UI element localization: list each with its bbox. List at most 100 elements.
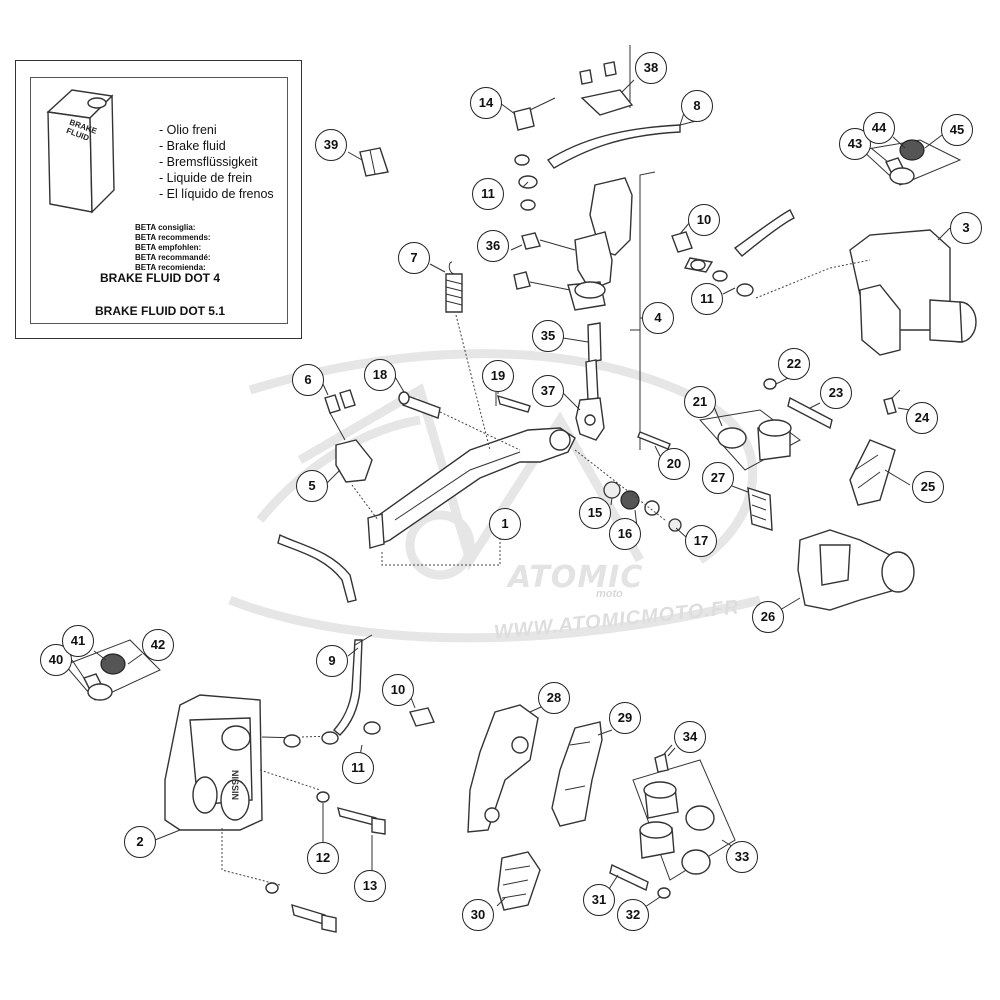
callout-18[interactable]: 18 xyxy=(364,359,396,391)
brake-fluid-legend: BRAKE FLUID - Olio freni - Brake fluid -… xyxy=(15,60,302,339)
pad-spring-lower xyxy=(497,851,541,911)
callout-10-upper[interactable]: 10 xyxy=(688,204,720,236)
rear-caliper-upper xyxy=(755,229,977,356)
fluid-name-fr: - Liquide de frein xyxy=(159,171,253,185)
caliper-bolts xyxy=(265,791,386,933)
bleeder-valve xyxy=(654,744,673,773)
callout-37[interactable]: 37 xyxy=(532,375,564,407)
fluid-name-list: - Olio freni - Brake fluid - Bremsflüssi… xyxy=(159,122,274,202)
callout-4[interactable]: 4 xyxy=(642,302,674,334)
callout-1[interactable]: 1 xyxy=(489,508,521,540)
caliper-caps-right xyxy=(860,139,962,186)
fluid-name-it: - Olio freni xyxy=(159,123,217,137)
callout-23[interactable]: 23 xyxy=(820,377,852,409)
fluid-name-es: - El líquido de frenos xyxy=(159,187,274,201)
pedal-bracket xyxy=(335,439,379,521)
callout-5[interactable]: 5 xyxy=(296,470,328,502)
split-pin xyxy=(637,431,671,450)
rear-brake-hose-upper xyxy=(546,45,701,169)
watermark-brand-small: moto xyxy=(596,588,623,600)
caliper-carrier xyxy=(797,529,915,611)
recommendation-list: BETA consiglia: BETA recommends: BETA em… xyxy=(135,223,211,273)
callout-34[interactable]: 34 xyxy=(674,721,706,753)
callout-31[interactable]: 31 xyxy=(583,884,615,916)
callout-44[interactable]: 44 xyxy=(863,112,895,144)
caliper-caps-left xyxy=(64,639,161,701)
banjo-bolt-upper xyxy=(671,209,795,273)
callout-2[interactable]: 2 xyxy=(124,826,156,858)
master-cylinder-banjo xyxy=(513,97,556,131)
return-spring xyxy=(445,261,491,451)
recommendation-de: BETA empfohlen: xyxy=(135,243,202,252)
brake-pedal xyxy=(367,427,576,566)
clevis xyxy=(575,397,605,441)
callout-36[interactable]: 36 xyxy=(477,230,509,262)
callout-45[interactable]: 45 xyxy=(941,114,973,146)
hose-segment xyxy=(277,533,357,603)
callout-6[interactable]: 6 xyxy=(292,364,324,396)
watermark-logo xyxy=(228,349,762,643)
clevis-clip xyxy=(495,392,531,413)
spec-dot4: BRAKE FLUID DOT 4 xyxy=(100,271,220,285)
callout-19[interactable]: 19 xyxy=(482,360,514,392)
pin-and-bleeder xyxy=(763,378,901,430)
callout-20[interactable]: 20 xyxy=(658,448,690,480)
rear-caliper xyxy=(164,694,321,886)
callout-39[interactable]: 39 xyxy=(315,129,347,161)
brake-fluid-bottle-icon xyxy=(46,89,115,214)
rear-brake-hose-lower xyxy=(299,634,373,738)
reservoir-cover xyxy=(579,61,634,116)
callout-11-right[interactable]: 11 xyxy=(691,283,723,315)
callout-12[interactable]: 12 xyxy=(307,842,339,874)
callout-21[interactable]: 21 xyxy=(684,386,716,418)
master-cylinder xyxy=(567,171,656,450)
pivot-hardware xyxy=(574,449,682,532)
callout-35[interactable]: 35 xyxy=(532,320,564,352)
fluid-name-en: - Brake fluid xyxy=(159,139,226,153)
callout-27[interactable]: 27 xyxy=(702,462,734,494)
callout-22[interactable]: 22 xyxy=(778,348,810,380)
bracket-bolts xyxy=(324,389,356,441)
brake-pad xyxy=(551,721,603,827)
callout-24[interactable]: 24 xyxy=(906,402,938,434)
spec-dot51: BRAKE FLUID DOT 5.1 xyxy=(94,304,225,318)
callout-29[interactable]: 29 xyxy=(609,702,641,734)
callout-17[interactable]: 17 xyxy=(685,525,717,557)
callout-38[interactable]: 38 xyxy=(635,52,667,84)
callout-15[interactable]: 15 xyxy=(579,497,611,529)
fluid-name-de: - Bremsflüssigkeit xyxy=(159,155,258,169)
recommendation-it: BETA consiglia: xyxy=(135,223,196,232)
callout-14[interactable]: 14 xyxy=(470,87,502,119)
callout-30[interactable]: 30 xyxy=(462,899,494,931)
callout-3[interactable]: 3 xyxy=(950,212,982,244)
recommendation-en: BETA recommends: xyxy=(135,233,211,242)
callout-9[interactable]: 9 xyxy=(316,645,348,677)
callout-10-lower[interactable]: 10 xyxy=(382,674,414,706)
legend-inner-frame: BRAKE FLUID - Olio freni - Brake fluid -… xyxy=(30,77,288,324)
callout-11-lower[interactable]: 11 xyxy=(342,752,374,784)
callout-13[interactable]: 13 xyxy=(354,870,386,902)
callout-16[interactable]: 16 xyxy=(609,518,641,550)
callout-8[interactable]: 8 xyxy=(681,90,713,122)
callout-43[interactable]: 43 xyxy=(839,128,871,160)
watermark-brand: ATOMIC xyxy=(508,560,644,595)
callout-7[interactable]: 7 xyxy=(398,242,430,274)
mounting-screws xyxy=(513,232,576,291)
recommendation-es: BETA recomienda: xyxy=(135,263,206,272)
callout-28[interactable]: 28 xyxy=(538,682,570,714)
callout-26[interactable]: 26 xyxy=(752,601,784,633)
piston-seal-kit xyxy=(699,409,801,471)
callout-25[interactable]: 25 xyxy=(912,471,944,503)
caliper-bracket-lower xyxy=(467,704,539,833)
callout-33[interactable]: 33 xyxy=(726,841,758,873)
banjo-bolt-lower xyxy=(409,707,435,727)
callout-41[interactable]: 41 xyxy=(62,625,94,657)
caliper-brand-text: NISSIN xyxy=(230,770,240,800)
pad-pin-lower xyxy=(609,864,671,899)
callout-11-upper[interactable]: 11 xyxy=(472,178,504,210)
callout-32[interactable]: 32 xyxy=(617,899,649,931)
callout-42[interactable]: 42 xyxy=(142,629,174,661)
recommendation-fr: BETA recommandé: xyxy=(135,253,211,262)
caliper-pistons xyxy=(632,759,736,881)
